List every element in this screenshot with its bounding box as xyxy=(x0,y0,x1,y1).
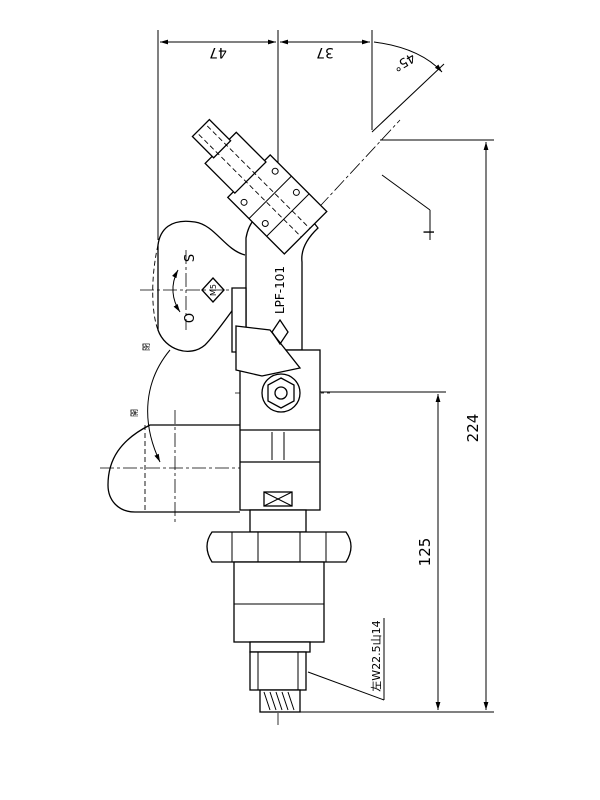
thread-spec-label: 左W22.5山14 xyxy=(370,620,383,691)
dimension-angle: 45° xyxy=(390,49,417,74)
lower-assembly xyxy=(206,509,352,713)
handle-alt-positions xyxy=(107,220,246,513)
shut-mark: S xyxy=(183,254,198,262)
marking-label: M5 xyxy=(209,284,218,296)
model-label: LPF-101 xyxy=(273,266,287,314)
handle-note-lower: 開 xyxy=(130,409,139,417)
dimension-lines xyxy=(157,30,494,713)
dimension-125: 125 xyxy=(416,538,434,567)
marking-badge: M5 xyxy=(201,277,225,303)
handle-note-upper: 閉 xyxy=(142,343,151,351)
angled-spout xyxy=(191,118,328,255)
reference-letter: I xyxy=(422,230,438,234)
open-mark: O xyxy=(183,313,198,323)
valve-body xyxy=(231,204,321,511)
dimension-224: 224 xyxy=(464,414,482,443)
dimension-47: 47 xyxy=(209,44,227,60)
dimension-37: 37 xyxy=(316,44,334,60)
